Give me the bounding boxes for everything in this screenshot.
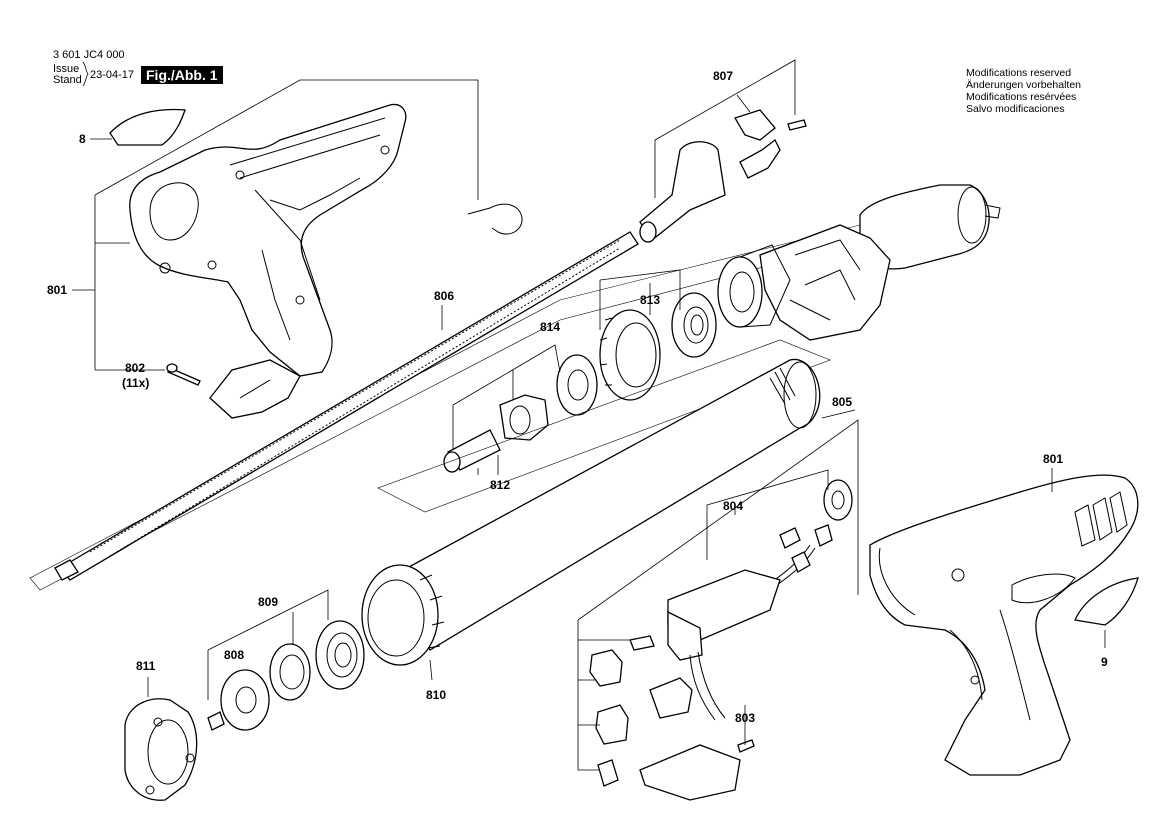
part-label-814: 814	[540, 320, 561, 334]
stand-label: Stand	[53, 74, 82, 86]
bushing-813	[671, 292, 717, 358]
piston-rod-806	[29, 214, 906, 591]
issue-label: Issue	[53, 63, 80, 75]
part-label-802-qty: (11x)	[122, 376, 150, 390]
end-cap-811	[124, 698, 198, 801]
note-line: Modifications resérvées	[966, 91, 1077, 103]
seal-809	[315, 620, 365, 690]
screw-802	[166, 363, 201, 386]
nozzle-807	[639, 109, 807, 243]
motor-gearbox	[717, 184, 1001, 341]
nut-813	[599, 309, 661, 401]
washer-814	[556, 354, 598, 416]
part-label-808: 808	[224, 648, 245, 662]
part-label-811: 811	[136, 659, 156, 673]
part-label-804: 804	[723, 499, 744, 513]
part-label-8: 8	[79, 132, 86, 146]
note-line: Salvo modificaciones	[966, 103, 1065, 115]
tube-envelope	[377, 339, 831, 513]
cartridge-tube-805	[361, 358, 821, 666]
part-label-805: 805	[832, 395, 853, 409]
label-plate-8	[109, 108, 186, 146]
gear-wheel	[823, 479, 853, 521]
label-plate-9	[1074, 577, 1139, 626]
part-label-806: 806	[434, 289, 455, 303]
part-label-801-left: 801	[47, 283, 68, 297]
electronics-module-804	[667, 569, 781, 721]
switch-assembly	[589, 635, 755, 801]
part-label-803: 803	[735, 711, 756, 725]
housing-half-left	[129, 103, 407, 419]
piston-disc-809	[269, 643, 311, 701]
part-label-813: 813	[640, 293, 661, 307]
part-label-802: 802	[125, 361, 146, 375]
note-line: Modifications reserved	[966, 67, 1072, 79]
part-label-9: 9	[1101, 655, 1108, 669]
issue-date: 23-04-17	[90, 69, 135, 81]
doc-number: 3 601 JC4 000	[53, 49, 125, 61]
part-label-810: 810	[426, 688, 447, 702]
part-label-801-right: 801	[1043, 452, 1064, 466]
leader-lines	[72, 59, 1106, 771]
part-label-812: 812	[490, 478, 511, 492]
modification-notes: Modifications reserved Änderungen vorbeh…	[966, 67, 1081, 115]
housing-assembled-right	[869, 474, 1139, 776]
valve-812	[443, 394, 549, 473]
part-label-809: 809	[258, 595, 279, 609]
retaining-clip	[467, 203, 523, 235]
plunger-808	[207, 669, 270, 731]
part-label-807: 807	[713, 69, 734, 83]
figure-badge: Fig./Abb. 1	[141, 66, 223, 84]
note-line: Änderungen vorbehalten	[966, 79, 1082, 91]
